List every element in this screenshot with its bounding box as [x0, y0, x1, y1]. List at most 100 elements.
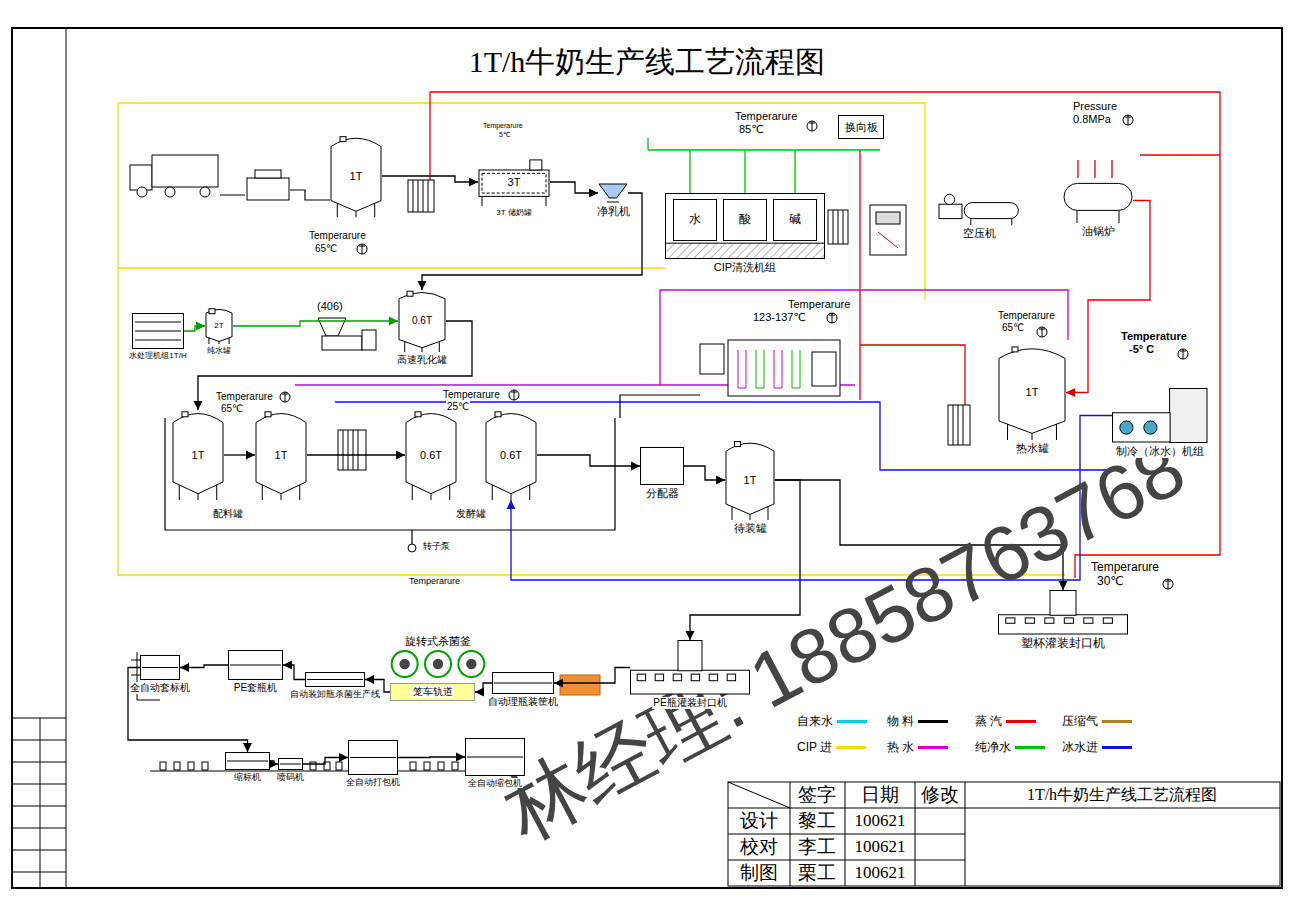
equipment-outline [331, 138, 381, 211]
equipment-outline [173, 414, 223, 494]
equipment-caption: 旋转式杀菌釜 [404, 635, 472, 648]
cip-control-cabinet [878, 232, 898, 248]
milk-truck [130, 165, 152, 190]
title-block-cell: 1T/h牛奶生产线工艺流程图 [1026, 786, 1218, 804]
pipe-connector [184, 326, 205, 331]
temperature-gauge [827, 313, 837, 323]
title-block-cell: 李工 [797, 836, 837, 858]
equipment-outline [412, 485, 449, 500]
text-holder [598, 183, 628, 203]
gauge-value: 85℃ [738, 123, 765, 136]
equipment-label: 1T [191, 449, 206, 462]
gauge-label: Temperarure [482, 122, 524, 130]
sterilizing-line: 自动装卸瓶杀菌生产线 [305, 672, 365, 687]
equipment-outline [674, 200, 717, 241]
uht-sterilizer [756, 350, 764, 388]
text-holder: 水 [673, 199, 717, 241]
pipe-connector [537, 455, 640, 466]
equipment-shape [640, 447, 684, 485]
gauge-label: Temperarure [1090, 561, 1160, 575]
equipment-label: 酸 [738, 213, 752, 227]
equipment-label: 1T [1025, 386, 1040, 399]
bottles [310, 762, 316, 770]
equipment-outline [227, 761, 268, 762]
plate-heat-exchanger [828, 210, 848, 244]
equipment-outline [229, 651, 283, 680]
cip-pipe [118, 103, 1065, 575]
text-holder [1112, 388, 1208, 443]
plate-heat-exchanger [948, 405, 970, 445]
uht-sterilizer [812, 352, 836, 386]
gauge-value: 123-137℃ [752, 311, 807, 324]
title-block-cell: 100621 [854, 837, 907, 857]
diagram-title: 1T/h牛奶生产线工艺流程图 [465, 42, 830, 83]
equipment-outline [209, 338, 229, 344]
text-holder: 0.6T [405, 410, 457, 500]
text-holder: 1T [172, 410, 224, 500]
equipment-outline [1170, 389, 1207, 443]
pure-water-pipe [648, 138, 795, 193]
title-block-cell: 设计 [739, 810, 779, 832]
chiller-unit: 制冷（冰水）机组 [1112, 388, 1208, 443]
text-holder [132, 313, 184, 349]
retort-vessel [392, 651, 418, 677]
gauge-value: -5° C [1128, 343, 1155, 356]
equipment-outline [999, 615, 1128, 634]
equipment-shape [630, 640, 750, 695]
steam-pipe [1078, 160, 1112, 178]
rotor-pump [408, 544, 416, 552]
text-holder: 酸 [723, 199, 767, 241]
equipment-outline [673, 674, 681, 681]
text-holder [348, 740, 398, 775]
cip-control-cabinet [876, 212, 900, 224]
temperature-gauge [1039, 327, 1045, 337]
equipment-caption: 塑杯灌装封口机 [1020, 637, 1106, 651]
pure-water-pipe [648, 138, 880, 193]
retort-door [399, 659, 409, 669]
pipe-connector [303, 758, 348, 765]
receiving-vessel [247, 170, 289, 200]
text-holder [998, 590, 1128, 635]
equipment-outline [1006, 618, 1015, 623]
equipment-outline [666, 243, 825, 258]
equipment-outline [399, 292, 445, 347]
temperature-gauge [282, 392, 288, 402]
fermentation-tank: 0.6T [405, 410, 457, 500]
equipment-outline [732, 506, 768, 520]
cip-pipe [118, 267, 665, 268]
legend-text: 压缩气 [1062, 715, 1098, 729]
legend-item: 自来水 [797, 715, 867, 729]
group-label: 配料罐 [212, 508, 244, 520]
equipment-outline [482, 196, 546, 206]
material-pipe [620, 395, 700, 418]
legend-item: 冰水进 [1062, 741, 1132, 755]
legend-swatch [837, 720, 867, 723]
cip-pipe [118, 103, 1065, 575]
bottle-crater: 自动理瓶装筐机 [492, 672, 554, 694]
equipment-outline [495, 412, 501, 417]
legend-swatch [1006, 720, 1036, 723]
milk-truck [152, 155, 218, 187]
emulsifier-hopper [322, 336, 362, 350]
equipment-outline [494, 683, 552, 684]
gauge-value: 25℃ [446, 401, 470, 413]
plate-heat-exchanger [953, 405, 963, 445]
pipe-connector [128, 668, 248, 753]
temperature-gauge [809, 121, 815, 131]
legend-text: 蒸 汽 [975, 715, 1002, 729]
legend-item: 纯净水 [975, 741, 1045, 755]
plate-heat-exchanger [343, 430, 358, 470]
receiving-vessel [255, 170, 281, 178]
equipment-outline [839, 116, 884, 139]
distributor: 分配器 [640, 447, 684, 485]
text-holder [305, 672, 365, 687]
equipment-caption: 热水罐 [1015, 442, 1050, 455]
legend-text: 纯净水 [975, 741, 1011, 755]
equipment-outline [182, 412, 188, 417]
gauge-value: 5℃ [498, 131, 512, 139]
cart-track: 笼车轨道 [390, 683, 475, 701]
plate-heat-exchanger [338, 430, 366, 470]
steam-pipe [429, 92, 430, 180]
equipment-label: 1T [743, 474, 758, 487]
uht-sterilizer [774, 350, 782, 388]
